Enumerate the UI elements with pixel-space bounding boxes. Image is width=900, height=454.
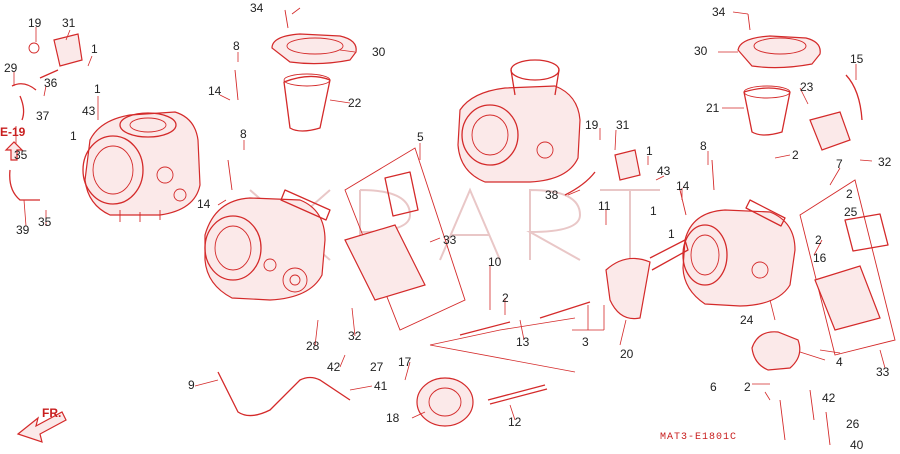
carburetor-right-lower <box>682 199 796 307</box>
callout-34-left: 34 <box>250 1 264 15</box>
front-direction-arrow <box>16 411 67 443</box>
direction-label: FR. <box>42 406 61 420</box>
callout-2-right-b: 2 <box>846 187 853 201</box>
callout-42-right: 42 <box>822 391 836 405</box>
callout-2-right-d: 2 <box>744 380 751 394</box>
carburetor-left-upper <box>82 111 201 222</box>
callout-18: 18 <box>386 411 400 425</box>
callout-2-right-a: 2 <box>792 148 799 162</box>
callout-11: 11 <box>598 199 611 213</box>
callout-30-right: 30 <box>694 44 708 58</box>
callout-5: 5 <box>417 130 424 144</box>
callout-19-right: 19 <box>585 118 599 132</box>
callout-1-left-b: 1 <box>94 82 101 96</box>
callout-14-left-a: 14 <box>208 84 222 98</box>
air-cut-valve <box>605 239 689 320</box>
reference-label: E-19 <box>0 125 26 139</box>
callout-8-left-a: 8 <box>233 39 240 53</box>
callout-35-a: 35 <box>14 148 28 162</box>
callout-37: 37 <box>36 109 50 123</box>
callout-42-left: 42 <box>327 360 341 374</box>
callout-16: 16 <box>813 251 827 265</box>
carburetor-left-lower <box>204 189 331 301</box>
callout-1-right-b: 1 <box>650 204 657 218</box>
throttle-sensor-left <box>28 33 83 67</box>
float-chamber-box-right <box>799 179 896 356</box>
callout-35-b: 35 <box>38 215 52 229</box>
reference-arrow <box>4 141 24 161</box>
callout-32-right: 32 <box>878 155 892 169</box>
callout-31-right: 31 <box>616 118 630 132</box>
callout-32-left: 32 <box>348 329 362 343</box>
callout-43-left: 43 <box>82 104 96 118</box>
callout-25: 25 <box>844 205 858 219</box>
callout-17: 17 <box>398 355 412 369</box>
drawing-code: MAT3-E1801C <box>660 432 737 443</box>
callout-7: 7 <box>836 157 843 171</box>
callout-4: 4 <box>836 355 843 369</box>
callout-1-right-a: 1 <box>646 144 653 158</box>
callout-27: 27 <box>370 360 384 374</box>
callout-8-right: 8 <box>700 139 707 153</box>
callout-31-left: 31 <box>62 16 76 30</box>
callout-33-left: 33 <box>443 233 457 247</box>
insulator-left <box>271 33 357 65</box>
hose-middle <box>564 171 596 196</box>
insulator-right <box>737 35 821 69</box>
callout-2-right-c: 2 <box>815 233 822 247</box>
callout-9: 9 <box>188 378 195 392</box>
funnel-left <box>283 73 331 132</box>
springs-and-screws <box>227 9 751 405</box>
callout-numbers: 19 31 1 29 36 1 43 37 1 35 35 39 34 30 8… <box>4 1 892 452</box>
callout-12: 12 <box>508 415 522 429</box>
callout-30-left: 30 <box>372 45 386 59</box>
funnel-right <box>743 85 791 136</box>
callout-40: 40 <box>850 438 864 452</box>
callout-28: 28 <box>306 339 320 353</box>
callout-1-left-c: 1 <box>70 129 77 143</box>
callout-33-right: 33 <box>876 365 890 379</box>
callout-43-right: 43 <box>657 164 671 178</box>
carburetor-right-upper <box>457 59 581 183</box>
callout-15: 15 <box>850 52 864 66</box>
callout-22: 22 <box>348 96 362 110</box>
callout-38: 38 <box>545 188 559 202</box>
callout-2-mid: 2 <box>502 291 509 305</box>
callout-23: 23 <box>800 80 814 94</box>
callout-1-right-c: 1 <box>668 227 675 241</box>
callout-39: 39 <box>16 223 30 237</box>
callout-10: 10 <box>488 255 502 269</box>
leader-lines <box>13 7 886 421</box>
callout-24: 24 <box>740 313 754 327</box>
float-chamber-box-left <box>344 147 466 331</box>
callout-20: 20 <box>620 347 634 361</box>
callout-41: 41 <box>374 379 388 393</box>
xparts-watermark <box>249 187 660 261</box>
callout-13: 13 <box>516 335 530 349</box>
callout-14-left-b: 14 <box>197 197 211 211</box>
callout-26: 26 <box>846 417 860 431</box>
callout-8-left-b: 8 <box>240 127 247 141</box>
callout-3: 3 <box>582 335 589 349</box>
callout-29: 29 <box>4 61 18 75</box>
callout-36: 36 <box>44 76 58 90</box>
callout-19-left: 19 <box>28 16 42 30</box>
callout-34-right: 34 <box>712 5 726 19</box>
callout-6: 6 <box>710 380 717 394</box>
callout-1-left-a: 1 <box>91 42 98 56</box>
callout-21: 21 <box>706 101 720 115</box>
throttle-sensor-right <box>614 74 863 181</box>
thermo-valve-lower-right <box>751 331 831 446</box>
callout-14-right: 14 <box>676 179 690 193</box>
cover-18 <box>416 377 474 427</box>
fuel-hose-line <box>217 371 351 417</box>
